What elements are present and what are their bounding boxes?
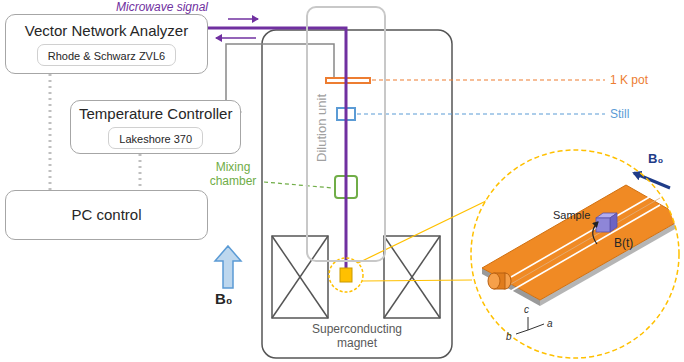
one-k-pot bbox=[326, 78, 370, 83]
zoom-line bbox=[358, 200, 488, 263]
instrument-box: Vector Network AnalyzerRhode & Schwarz Z… bbox=[5, 14, 208, 74]
signal-arrow-in bbox=[216, 37, 256, 39]
part-label: Sample bbox=[553, 208, 590, 222]
signal-arrow-out bbox=[228, 18, 258, 20]
data-link bbox=[139, 154, 142, 190]
cryostat bbox=[262, 30, 452, 358]
axis-label: a bbox=[547, 317, 553, 331]
leader-line bbox=[264, 182, 333, 188]
box-title: Temperature Controller bbox=[79, 105, 232, 123]
part-label: 1 K pot bbox=[610, 73, 648, 87]
field-label: B₀ bbox=[215, 292, 233, 306]
signal-label: Microwave signal bbox=[116, 0, 208, 14]
axis-label: c bbox=[524, 303, 529, 317]
unit-label: Dilution unit bbox=[314, 94, 329, 162]
magnet-coil bbox=[272, 236, 440, 318]
zoom-line bbox=[362, 280, 472, 281]
model-name: Lakeshore 370 bbox=[119, 133, 192, 145]
zoom-circle bbox=[329, 258, 363, 292]
model-box: Rhode & Schwarz ZVL6 bbox=[37, 44, 176, 66]
part-label: Still bbox=[610, 107, 629, 121]
control-wire bbox=[226, 44, 306, 112]
model-box: Lakeshore 370 bbox=[108, 127, 203, 149]
control-box: PC control bbox=[5, 190, 208, 240]
model-name: Rhode & Schwarz ZVL6 bbox=[48, 50, 165, 62]
instrument-box: Temperature ControllerLakeshore 370 bbox=[70, 100, 241, 154]
leader-line bbox=[357, 113, 605, 114]
part-label: Superconducting magnet bbox=[296, 322, 418, 350]
data-link bbox=[49, 74, 52, 190]
inset-view bbox=[471, 150, 684, 358]
sample-holder bbox=[340, 268, 352, 282]
thermometry-wire bbox=[306, 44, 334, 78]
axis-label: b bbox=[506, 330, 512, 344]
field-label: B(t) bbox=[614, 236, 633, 250]
leader-line bbox=[372, 79, 605, 80]
box-title: Vector Network Analyzer bbox=[25, 22, 188, 40]
part-label: Mixing chamber bbox=[204, 160, 262, 188]
dilution-unit: Dilution unit bbox=[306, 6, 386, 262]
field-arrow bbox=[215, 246, 241, 288]
field-label: B₀ bbox=[648, 152, 663, 166]
box-title: PC control bbox=[71, 206, 141, 224]
